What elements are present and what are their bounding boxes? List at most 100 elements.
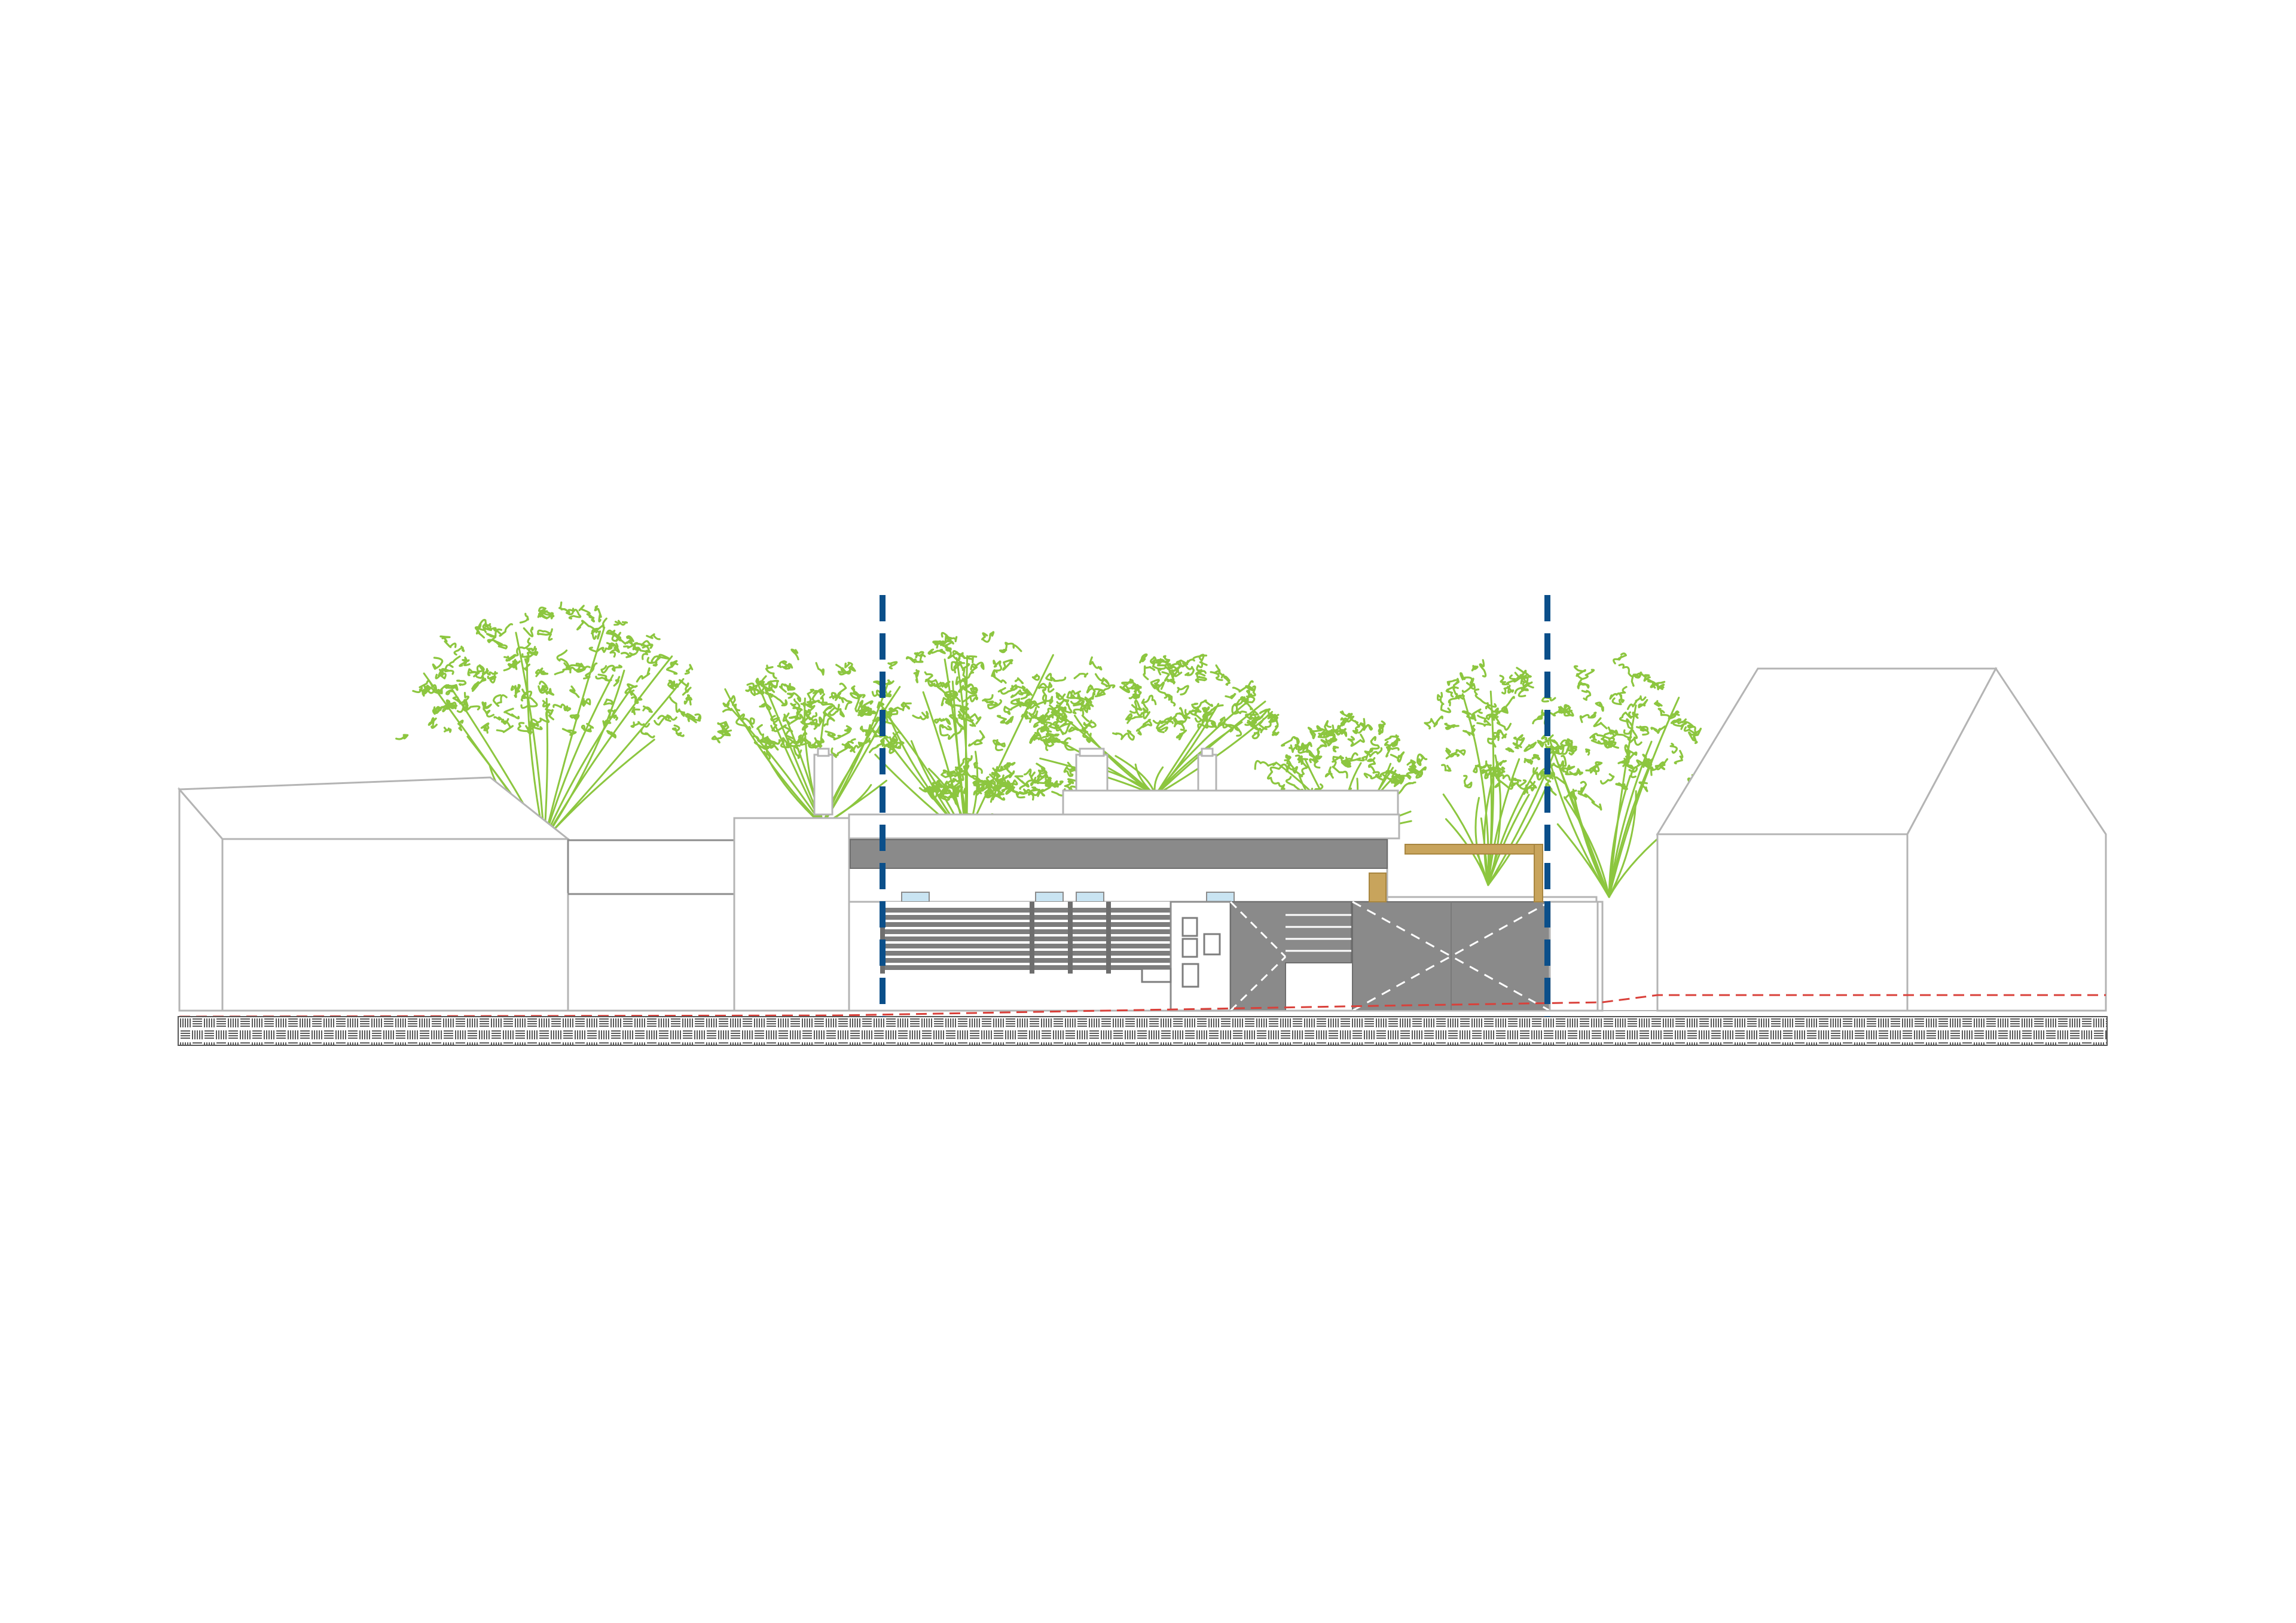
leaf-cluster bbox=[1186, 654, 1208, 665]
leaf-cluster bbox=[1132, 693, 1140, 700]
leaf-cluster bbox=[1244, 698, 1253, 710]
leaf-cluster bbox=[1636, 758, 1652, 768]
fence-slat bbox=[880, 965, 1171, 970]
leaf-cluster bbox=[1033, 719, 1058, 730]
leaf-cluster bbox=[1531, 753, 1541, 761]
leaf-cluster bbox=[780, 737, 796, 749]
leaf-cluster bbox=[850, 692, 866, 700]
leaf-cluster bbox=[1316, 739, 1331, 751]
leaf-cluster bbox=[971, 661, 985, 670]
leaf-cluster bbox=[1333, 725, 1342, 736]
leaf-cluster bbox=[1358, 722, 1373, 731]
leaf-cluster bbox=[946, 770, 958, 777]
leaf-cluster bbox=[452, 696, 466, 713]
leaf-cluster bbox=[880, 737, 902, 749]
fence-slat bbox=[880, 944, 1171, 948]
tree bbox=[1523, 652, 1702, 898]
leaf-cluster bbox=[1384, 734, 1399, 742]
leaf-cluster bbox=[1183, 708, 1200, 717]
leaf-cluster bbox=[683, 694, 692, 706]
leaf-cluster bbox=[1347, 733, 1365, 747]
leaf-cluster bbox=[1628, 711, 1639, 719]
leaf-cluster bbox=[521, 688, 533, 699]
leaf-cluster bbox=[1070, 699, 1085, 707]
leaf-cluster bbox=[981, 631, 995, 643]
leaf-cluster bbox=[569, 713, 580, 721]
leaf-cluster bbox=[800, 721, 812, 731]
leaf-cluster bbox=[1385, 770, 1405, 785]
leaf-cluster bbox=[961, 717, 976, 727]
leaf-cluster bbox=[850, 741, 866, 752]
leaf-cluster bbox=[496, 718, 514, 733]
leaf-cluster bbox=[1585, 762, 1601, 775]
leaf-cluster bbox=[634, 640, 654, 652]
leaf-cluster bbox=[1651, 682, 1665, 690]
leaf-cluster bbox=[1010, 684, 1033, 696]
leaf-cluster bbox=[595, 673, 612, 682]
leaf-cluster bbox=[941, 769, 958, 779]
leaf-cluster bbox=[486, 668, 498, 676]
slat-fence bbox=[880, 902, 1179, 974]
leaf-cluster bbox=[1555, 745, 1565, 755]
leaf-cluster bbox=[978, 780, 993, 790]
leaf-cluster bbox=[755, 678, 768, 691]
leaf-cluster bbox=[669, 696, 685, 713]
leaf-cluster bbox=[939, 724, 952, 737]
leaf-cluster bbox=[483, 703, 494, 718]
leaf-cluster bbox=[1513, 736, 1525, 749]
leaf-cluster bbox=[1152, 716, 1173, 725]
leaf-cluster bbox=[1670, 718, 1687, 725]
leaf-cluster bbox=[529, 710, 552, 728]
leaf-cluster bbox=[1038, 682, 1055, 693]
leaf-cluster bbox=[778, 683, 796, 693]
leaf-cluster bbox=[1476, 715, 1492, 727]
leaf-cluster bbox=[1501, 685, 1515, 695]
leaf-cluster bbox=[503, 707, 520, 719]
leaf-cluster bbox=[934, 640, 945, 646]
tree-branch bbox=[1608, 758, 1653, 898]
leaf-cluster bbox=[1214, 670, 1225, 681]
leaf-cluster bbox=[1184, 664, 1195, 676]
leaf-cluster bbox=[1657, 707, 1665, 716]
leaf-cluster bbox=[1035, 713, 1046, 722]
leaf-cluster bbox=[554, 664, 586, 676]
leaf-cluster bbox=[991, 767, 1004, 788]
leaf-cluster bbox=[1223, 675, 1231, 686]
tree-branch bbox=[1608, 774, 1632, 898]
leaf-cluster bbox=[514, 684, 521, 698]
leaf-cluster bbox=[1086, 684, 1104, 694]
entry-pillar bbox=[1141, 901, 1232, 1012]
leaf-cluster bbox=[1638, 781, 1648, 792]
leaf-cluster bbox=[1684, 721, 1694, 728]
leaf-cluster bbox=[1041, 780, 1053, 792]
leaf-cluster bbox=[1217, 716, 1226, 727]
leaf-cluster bbox=[1002, 659, 1013, 671]
leaf-cluster bbox=[471, 670, 487, 686]
leaf-cluster bbox=[887, 661, 898, 670]
leaf-cluster bbox=[609, 642, 620, 658]
leaf-cluster bbox=[765, 688, 773, 696]
tree-branch bbox=[1154, 703, 1220, 797]
leaf-cluster bbox=[600, 664, 622, 674]
leaf-cluster bbox=[1258, 718, 1268, 734]
leaf-cluster bbox=[828, 703, 840, 716]
leaf-cluster bbox=[603, 698, 613, 706]
leaf-cluster bbox=[1577, 669, 1595, 680]
leaf-cluster bbox=[1390, 778, 1402, 784]
leaf-cluster bbox=[962, 679, 978, 694]
leaf-cluster bbox=[947, 692, 953, 706]
leaf-cluster bbox=[1083, 698, 1094, 713]
garage-gate bbox=[1352, 901, 1550, 1012]
leaf-cluster bbox=[1003, 762, 1016, 768]
leaf-cluster bbox=[963, 755, 973, 779]
leaf-cluster bbox=[905, 654, 926, 664]
leaf-cluster bbox=[790, 648, 799, 661]
leaf-cluster bbox=[1028, 706, 1037, 723]
leaf-cluster bbox=[1628, 766, 1638, 779]
leaf-cluster bbox=[1494, 779, 1516, 790]
leaf-cluster bbox=[1577, 678, 1590, 690]
leaf-cluster bbox=[1579, 712, 1597, 724]
leaf-cluster bbox=[770, 724, 793, 733]
leaf-cluster bbox=[805, 704, 816, 713]
